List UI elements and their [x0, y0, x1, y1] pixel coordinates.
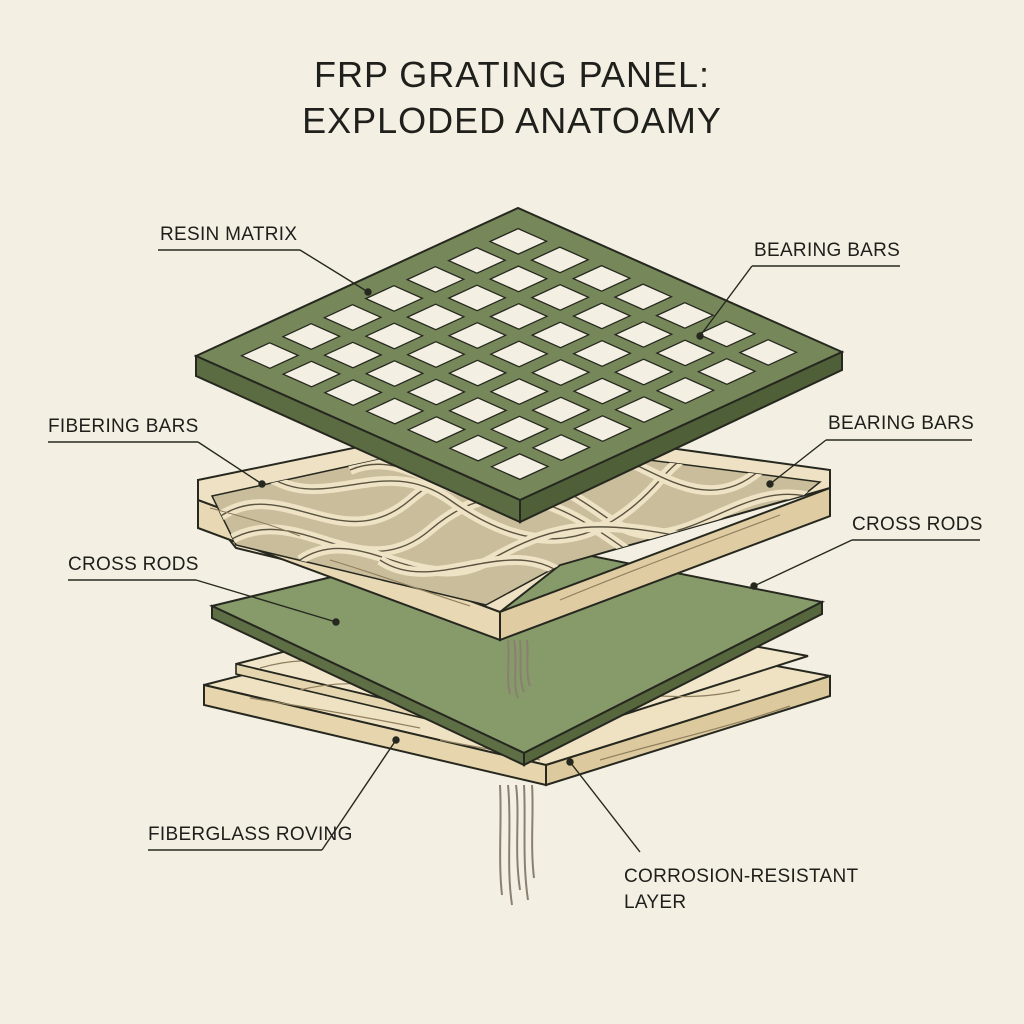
- label-fiberglass-roving: FIBERGLASS ROVING: [148, 824, 353, 845]
- label-bearing-bars-mid: BEARING BARS: [828, 413, 975, 434]
- grating-hole: [364, 284, 424, 312]
- grating-hole: [240, 342, 300, 370]
- grating-hole: [281, 360, 342, 388]
- grating-panel: [193, 206, 845, 524]
- grating-hole: [530, 283, 590, 311]
- label-bearing-bars-top: BEARING BARS: [754, 240, 901, 261]
- grating-hole: [447, 246, 507, 274]
- grating-hole: [364, 360, 425, 388]
- grating-hole: [447, 321, 508, 350]
- grating-hole: [531, 396, 591, 424]
- grating-hole: [405, 303, 466, 331]
- grating-hole: [530, 358, 591, 387]
- grating-hole: [655, 301, 715, 329]
- grating-hole: [572, 377, 633, 405]
- title-line-2: EXPLODED ANATOAMY: [302, 100, 722, 141]
- grating-hole: [364, 322, 425, 350]
- grating-hole: [488, 265, 549, 293]
- label-fibering-bars: FIBERING BARS: [48, 416, 199, 437]
- grating-hole: [489, 453, 550, 481]
- grating-hole: [655, 339, 715, 367]
- grating-hole: [489, 378, 550, 406]
- grating-hole: [572, 302, 632, 330]
- grating-hole: [530, 246, 590, 274]
- title-line-1: FRP GRATING PANEL:: [313, 54, 711, 95]
- label-cross-rods-left: CROSS RODS: [68, 554, 199, 575]
- corrosion-label-line-2: LAYER: [624, 892, 687, 913]
- grating-hole: [406, 340, 466, 369]
- grating-hole: [489, 415, 550, 443]
- grating-hole: [448, 434, 508, 462]
- grating-hole: [655, 376, 716, 405]
- grating-hole: [572, 415, 633, 443]
- grating-hole: [696, 320, 757, 348]
- cross-rods-plate: [209, 535, 826, 767]
- grating-hole: [448, 397, 508, 425]
- grating-hole: [738, 338, 798, 366]
- grating-hole: [489, 340, 549, 368]
- grating-hole: [323, 341, 383, 369]
- grating-hole: [613, 358, 674, 386]
- grating-hole: [571, 264, 632, 292]
- grating-hole: [488, 227, 549, 255]
- grating-hole: [405, 265, 466, 293]
- grating-hole: [281, 322, 342, 351]
- grating-hole: [365, 397, 425, 425]
- grating-hole: [406, 416, 467, 444]
- grating-hole: [447, 284, 507, 312]
- grating-hole: [696, 357, 757, 386]
- grating-hole: [322, 303, 383, 332]
- grating-hole: [572, 339, 632, 368]
- grating-hole: [406, 378, 466, 406]
- grating-hole: [530, 321, 591, 349]
- label-cross-rods-right: CROSS RODS: [852, 514, 983, 535]
- grating-hole: [613, 320, 674, 348]
- grating-hole: [488, 302, 549, 330]
- grating-hole: [447, 359, 508, 387]
- leader-lines: [48, 249, 980, 853]
- grating-hole: [614, 396, 674, 424]
- grating-hole: [323, 379, 383, 407]
- grating-hole: [531, 434, 591, 462]
- label-corrosion-resistant-layer: CORROSION-RESISTANT LAYER: [624, 866, 858, 914]
- diagram-title: FRP GRATING PANEL: EXPLODED ANATOAMY: [0, 52, 1024, 144]
- grating-hole: [613, 283, 673, 311]
- grating-holes: [240, 227, 798, 481]
- corrosion-label-line-1: CORROSION-RESISTANT: [624, 866, 859, 887]
- label-resin-matrix: RESIN MATRIX: [160, 224, 298, 245]
